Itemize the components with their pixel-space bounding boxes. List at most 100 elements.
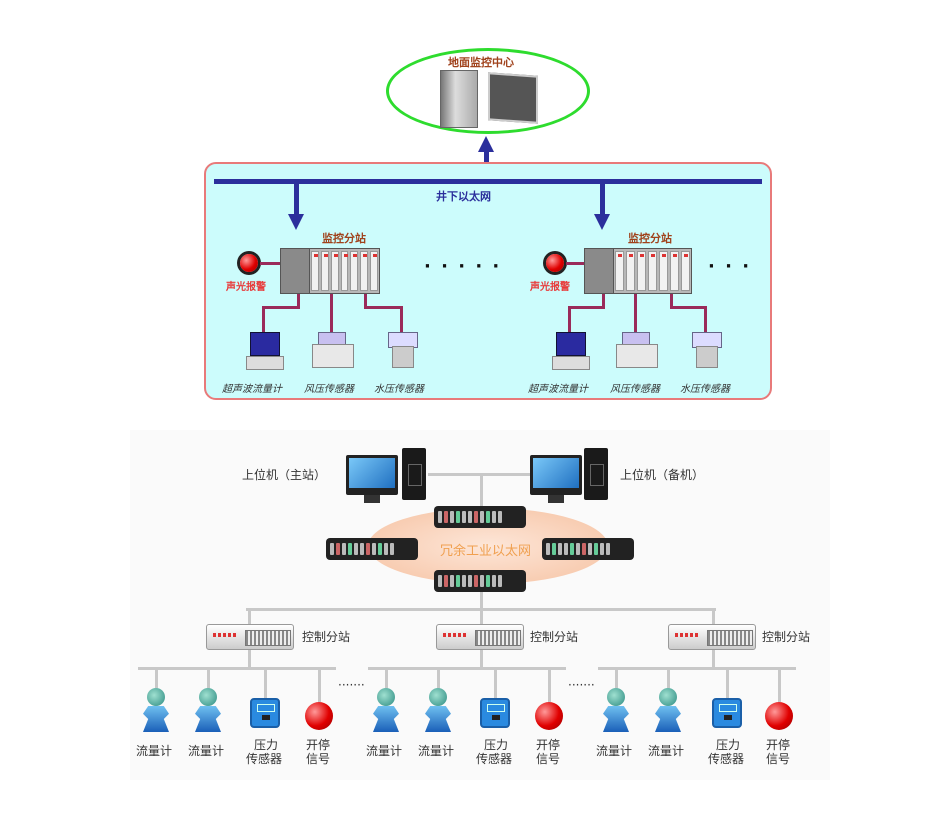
cable — [568, 306, 571, 332]
ellipsis-middle: · · · · · — [424, 256, 502, 277]
device-drop — [726, 668, 729, 698]
alarm-link — [260, 262, 280, 265]
pressure-sensor-label-2: 传感器 — [246, 752, 283, 766]
start-stop-label-2: 信号 — [536, 752, 561, 766]
pressure-sensor-label-2: 传感器 — [708, 752, 745, 766]
device-drop — [264, 668, 267, 698]
host-link — [428, 473, 530, 476]
start-stop-label-2: 信号 — [766, 752, 791, 766]
monitor-icon — [530, 455, 582, 503]
downlink-line-1 — [294, 182, 299, 216]
control-substation-icon — [436, 624, 524, 650]
cable — [400, 306, 403, 332]
device-label: 水压传感器 — [374, 384, 424, 395]
pipe-icon — [696, 346, 718, 368]
pressure-sensor-label-2: 传感器 — [476, 752, 513, 766]
cable — [297, 294, 300, 308]
network-switch-left — [326, 538, 418, 560]
monitoring-substation-label: 监控分站 — [628, 232, 672, 245]
sound-light-alarm-icon — [240, 254, 258, 272]
flowmeter-label: 流量计 — [418, 744, 455, 758]
monitor-icon — [488, 72, 538, 124]
downlink-line-2 — [600, 182, 605, 216]
flowmeter-label: 流量计 — [136, 744, 173, 758]
desktop-computer-icon — [440, 70, 478, 128]
arrow-down-icon — [594, 214, 610, 230]
alarm-link — [566, 262, 584, 265]
flowmeter-icon — [373, 688, 399, 732]
cable — [602, 294, 605, 308]
device-bus — [368, 667, 566, 670]
device-drop — [494, 668, 497, 698]
flowmeter-icon — [143, 688, 169, 732]
device-drop — [615, 668, 618, 688]
host-primary-label: 上位机（主站） — [242, 468, 327, 482]
pc-tower-icon — [584, 448, 608, 500]
pressure-sensor-label-1: 压力 — [716, 738, 741, 752]
cable — [704, 306, 707, 332]
station-drop — [248, 650, 251, 668]
pc-tower-icon — [402, 448, 426, 500]
cable — [568, 306, 605, 309]
device-label: 风压传感器 — [304, 384, 354, 395]
underground-ethernet-label: 井下以太网 — [436, 190, 491, 203]
station-link — [712, 608, 715, 624]
sound-light-alarm-label: 声光报警 — [530, 282, 570, 293]
start-stop-signal-icon — [535, 702, 563, 730]
device-label: 水压传感器 — [680, 384, 730, 395]
control-substation-label: 控制分站 — [762, 630, 811, 644]
flowmeter-icon — [425, 688, 451, 732]
monitoring-substation-label: 监控分站 — [322, 232, 366, 245]
cable — [262, 306, 265, 332]
cable — [670, 306, 706, 309]
flowmeter-icon — [655, 688, 681, 732]
device-label: 风压传感器 — [610, 384, 660, 395]
ellipsis-right: · · · — [708, 256, 752, 277]
ultrasonic-flowmeter-icon — [556, 332, 586, 356]
start-stop-label-1: 开停 — [766, 738, 791, 752]
network-switch-right — [542, 538, 634, 560]
monitoring-substation-plc — [280, 248, 380, 294]
redundant-ethernet-label: 冗余工业以太网 — [440, 544, 532, 559]
device-drop — [437, 668, 440, 688]
device-drop — [207, 668, 210, 688]
cable — [364, 306, 402, 309]
device-drop — [155, 668, 158, 688]
flowmeter-label: 流量计 — [188, 744, 225, 758]
flowmeter-icon — [195, 688, 221, 732]
cable — [330, 294, 333, 332]
ellipsis: ······· — [568, 678, 595, 692]
start-stop-signal-icon — [305, 702, 333, 730]
flowmeter-label: 流量计 — [366, 744, 403, 758]
pipe-icon — [312, 344, 354, 368]
pipe-icon — [392, 346, 414, 368]
host-uplink — [480, 474, 483, 508]
ellipsis: ······· — [338, 678, 365, 692]
network-switch-bottom — [434, 570, 526, 592]
control-center-label: 地面监控中心 — [448, 56, 514, 69]
cable — [364, 294, 367, 308]
device-bus — [598, 667, 796, 670]
pressure-sensor-icon — [712, 698, 742, 728]
device-drop — [548, 668, 551, 702]
cable — [634, 294, 637, 332]
network-switch-top — [434, 506, 526, 528]
sound-light-alarm-label: 声光报警 — [226, 282, 266, 293]
arrow-down-icon — [288, 214, 304, 230]
ring-downlink — [480, 592, 483, 610]
pressure-sensor-icon — [480, 698, 510, 728]
start-stop-signal-icon — [765, 702, 793, 730]
station-link — [480, 608, 483, 624]
cable — [670, 294, 673, 308]
device-bus — [138, 667, 336, 670]
device-label: 超声波流量计 — [222, 384, 282, 395]
sound-light-alarm-icon — [546, 254, 564, 272]
station-drop — [480, 650, 483, 668]
arrow-up-icon — [478, 136, 494, 152]
device-drop — [667, 668, 670, 688]
ultrasonic-flowmeter-icon — [250, 332, 280, 356]
flowmeter-label: 流量计 — [596, 744, 633, 758]
flowmeter-icon — [603, 688, 629, 732]
monitoring-substation-plc — [584, 248, 692, 294]
pressure-sensor-label-1: 压力 — [254, 738, 279, 752]
